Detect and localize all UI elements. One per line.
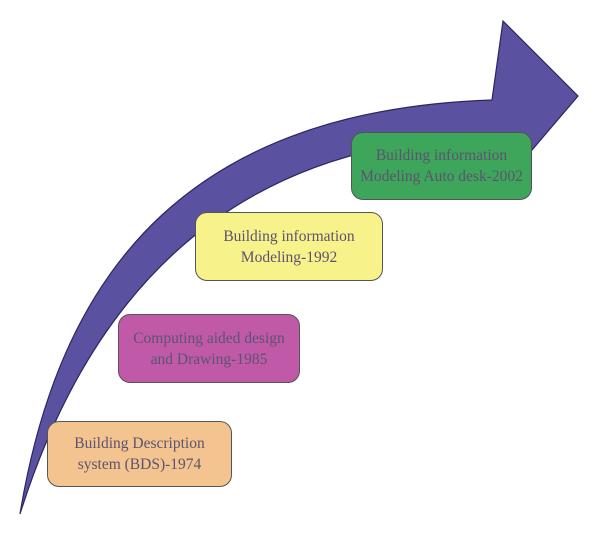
milestone-bim2002-line2: Modeling Auto desk-2002 bbox=[360, 168, 523, 185]
milestone-cad-line2: and Drawing-1985 bbox=[150, 350, 268, 368]
milestone-bim2002-line1: Building information bbox=[375, 147, 508, 164]
growth-arrow-shape bbox=[19, 19, 579, 515]
milestone-cad-1985: Computing aided design and Drawing-1985 bbox=[118, 314, 300, 383]
milestone-bim-1992: Building information Modeling-1992 bbox=[195, 212, 383, 281]
milestone-bds-line1: Building Description bbox=[74, 435, 205, 452]
milestone-bds-line2: system (BDS)-1974 bbox=[77, 456, 202, 473]
milestone-bim-autodesk-2002: Building information Modeling Auto desk-… bbox=[351, 132, 532, 200]
milestone-cad-line1: Computing aided design bbox=[133, 329, 285, 347]
milestone-bim1992-line2: Modeling-1992 bbox=[240, 248, 338, 266]
milestone-bds-1974: Building Description system (BDS)-1974 bbox=[47, 421, 232, 487]
milestone-bim1992-line1: Building information bbox=[223, 227, 355, 245]
